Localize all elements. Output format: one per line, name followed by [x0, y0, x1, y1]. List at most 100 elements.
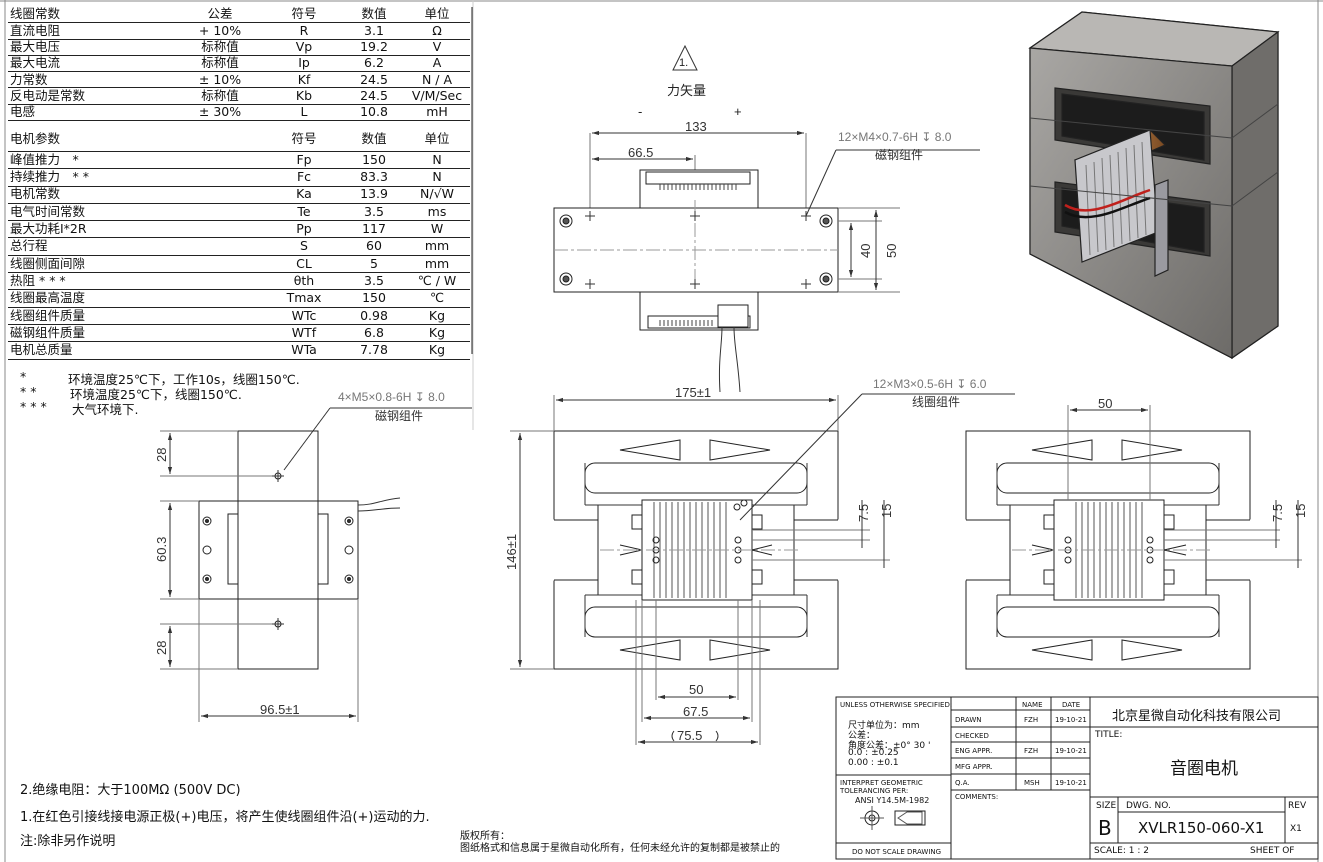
tb-rev-label: REV: [1288, 801, 1307, 811]
table-cell: 150: [344, 289, 404, 308]
dim-133: 133: [685, 119, 707, 134]
tb-dwg-no: XVLR150-060-X1: [1138, 819, 1265, 837]
front-view: 175±1 146±1 50 67.5 75.5 7.5 15 12×M3×0.…: [504, 377, 1015, 745]
table-cell: 19.2: [344, 39, 404, 56]
table-cell: WTa: [264, 341, 344, 360]
dim-28-bottom: 28: [154, 641, 169, 655]
table-cell: 总行程: [8, 237, 264, 256]
note-polarity: 1.在红色引接线接电源正极(+)电压，将产生使线圈组件沿(+)运动的力.: [20, 810, 430, 825]
table-cell: 最大电压: [8, 39, 176, 56]
signoff-role: Q.A.: [955, 779, 970, 787]
table-cell: 热阻 * * *: [8, 272, 264, 291]
right-view: 50 7.5 15: [965, 396, 1308, 670]
dim-15-front: 15: [879, 504, 894, 518]
tb-unless: UNLESS OTHERWISE SPECIFIED:: [840, 701, 953, 709]
table-cell: Ka: [264, 186, 344, 204]
table-cell: ms: [404, 203, 470, 222]
signoff-date: 19-10-21: [1055, 716, 1087, 724]
table-cell: 13.9: [344, 186, 404, 204]
table-cell: 电气时间常数: [8, 203, 264, 222]
footnote-text: 环境温度25℃下，线圈150℃.: [70, 387, 242, 402]
dim-7-5-front: 7.5: [856, 504, 871, 522]
table-cell: 0.98: [344, 307, 404, 325]
table-cell: Fc: [264, 168, 344, 187]
table-cell: θth: [264, 272, 344, 291]
tb-angle-tol: 角度公差：±0° 30 ': [848, 741, 931, 751]
m5-callout: 4×M5×0.8-6H ↧ 8.0: [338, 390, 445, 404]
note-insulation: 2.绝缘电阻：大于100MΩ (500V DC): [20, 783, 241, 798]
table-cell: 峰值推力 *: [8, 151, 264, 170]
table-cell: ± 10%: [176, 71, 264, 89]
table-cell: 5: [344, 255, 404, 274]
tb-tol2: 0.00 : ±0.1: [848, 758, 899, 768]
footnote-3: * * * 大气环境下.: [20, 399, 138, 417]
tb-size-label: SIZE: [1096, 801, 1117, 811]
tb-ansi: ANSI Y14.5M-1982: [855, 796, 930, 805]
tb-no-scale: DO NOT SCALE DRAWING: [852, 848, 942, 856]
table-cell: Fp: [264, 151, 344, 170]
side-view: 28 60.3 28 96.5±1 4×M5×0.8-6H ↧ 8.0 磁钢组件: [154, 390, 472, 722]
dim-50-front: 50: [689, 682, 703, 697]
dim-15-right: 15: [1293, 504, 1308, 518]
table-cell: 最大电流: [8, 55, 176, 73]
table-cell: Ip: [264, 55, 344, 73]
tb-rev: X1: [1290, 824, 1302, 834]
table-cell: Te: [264, 203, 344, 222]
signoff-role: CHECKED: [955, 732, 989, 740]
table-cell: Kg: [404, 324, 470, 343]
tb-dwg-label: DWG. NO.: [1126, 801, 1171, 811]
signoff-role: DRAWN: [955, 716, 982, 724]
dim-50-right: 50: [1098, 396, 1112, 411]
table-cell: 磁钢组件质量: [8, 324, 264, 343]
dim-50: 50: [884, 244, 899, 258]
signoff-role: ENG APPR.: [955, 747, 993, 755]
m3-callout: 12×M3×0.5-6H ↧ 6.0: [873, 377, 987, 391]
header-cell: 线圈常数: [8, 7, 176, 24]
copyright-text: 图纸格式和信息属于星微自动化所有，任何未经允许的复制都是被禁止的: [460, 843, 780, 854]
footnote-2: * * 环境温度25℃下，线圈150℃.: [20, 384, 242, 402]
motor-parameters-header: 电机参数 符号 数值 单位: [8, 127, 470, 152]
table-cell: 标称值: [176, 55, 264, 73]
table-cell: 6.2: [344, 55, 404, 73]
tb-tol-label: 公差：: [848, 731, 876, 741]
tb-tol1: 0.0 : ±0.25: [848, 748, 899, 758]
table-cell: 标称值: [176, 87, 264, 105]
table-cell: 3.1: [344, 22, 404, 40]
table-cell: 线圈组件质量: [8, 307, 264, 325]
note-general: 注:除非另作说明: [20, 834, 116, 849]
table-cell: 7.78: [344, 341, 404, 360]
table-cell: R: [264, 22, 344, 40]
table-cell: S: [264, 237, 344, 256]
table-cell: Tmax: [264, 289, 344, 308]
table-cell: 最大功耗I*2R: [8, 220, 264, 239]
table-cell: W: [404, 220, 470, 239]
table-cell: 3.5: [344, 203, 404, 222]
table-cell: 线圈最高温度: [8, 289, 264, 308]
tb-size: B: [1098, 816, 1112, 840]
header-cell: 单位: [404, 127, 470, 152]
footnote-mark: *: [20, 369, 27, 384]
footnote-mark: * * *: [20, 399, 47, 414]
footnote-1: * 环境温度25℃下，工作10s，线圈150℃.: [20, 369, 300, 387]
table-cell: N: [404, 168, 470, 187]
table-cell: 24.5: [344, 71, 404, 89]
table-cell: 反电动是常数: [8, 87, 176, 105]
tb-scale: SCALE: 1 : 2: [1094, 846, 1149, 856]
header-cell: 符号: [264, 7, 344, 24]
table-cell: 150: [344, 151, 404, 170]
table-cell: V/M/Sec: [404, 87, 470, 105]
footnote-text: 环境温度25℃下，工作10s，线圈150℃.: [68, 372, 300, 387]
dim-60-3: 60.3: [154, 537, 169, 562]
